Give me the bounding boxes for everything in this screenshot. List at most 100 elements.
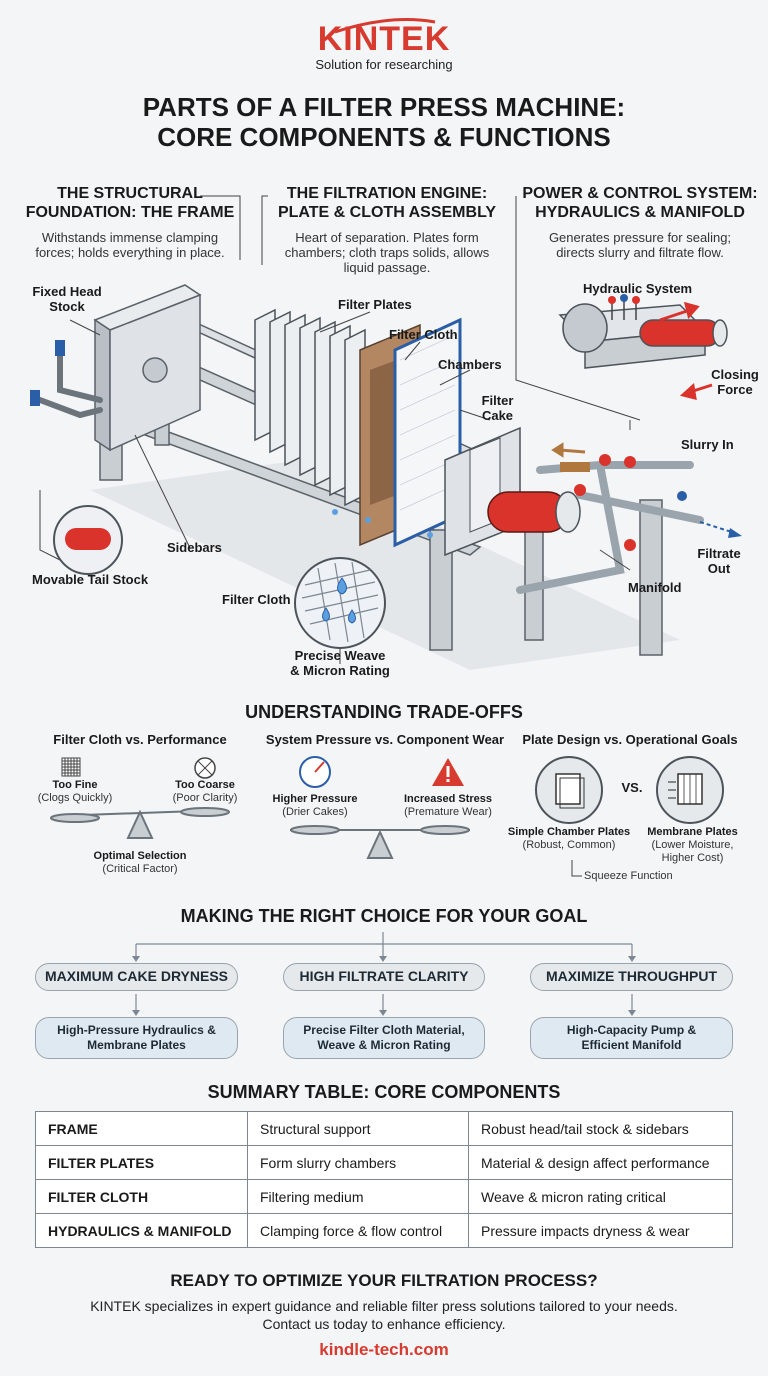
callout-weave-2: & Micron Rating bbox=[290, 663, 390, 678]
table-row: FILTER CLOTH Filtering medium Weave & mi… bbox=[35, 1179, 733, 1214]
solution-throughput-1: High-Capacity Pump & bbox=[566, 1023, 697, 1037]
table-row: FRAME Structural support Robust head/tai… bbox=[35, 1111, 733, 1146]
section-filtration-head-1: THE FILTRATION ENGINE: bbox=[286, 185, 488, 202]
tradeoff-plates-right-sub-2: Higher Cost) bbox=[661, 852, 724, 864]
table-row: FILTER PLATES Form slurry chambers Mater… bbox=[35, 1145, 733, 1180]
summary-heading: SUMMARY TABLE: CORE COMPONENTS bbox=[207, 1082, 561, 1102]
solution-cake-dryness-2: Membrane Plates bbox=[87, 1038, 186, 1052]
section-frame-head-1: THE STRUCTURAL bbox=[57, 185, 203, 202]
section-frame: THE STRUCTURAL FOUNDATION: THE FRAME Wit… bbox=[20, 184, 240, 260]
logo-swoosh bbox=[334, 18, 436, 34]
callout-fixed-head: Fixed Head Stock bbox=[22, 284, 112, 314]
callout-filter-plates: Filter Plates bbox=[338, 297, 412, 312]
tradeoff-plates-left-sub: (Robust, Common) bbox=[522, 839, 616, 851]
coarse-mesh-icon bbox=[194, 757, 216, 779]
section-power-desc-2: directs slurry and filtrate flow. bbox=[556, 245, 724, 260]
tradeoff-pressure-title: System Pressure vs. Component Wear bbox=[265, 732, 505, 747]
table-cell: Robust head/tail stock & sidebars bbox=[468, 1111, 733, 1146]
callout-closing-force-2: Force bbox=[717, 382, 753, 397]
table-cell: Filtering medium bbox=[247, 1179, 469, 1214]
solution-cake-dryness-1: High-Pressure Hydraulics & bbox=[57, 1023, 216, 1037]
tradeoff-plates-right-sub-1: (Lower Moisture, bbox=[651, 839, 734, 851]
brand-logo: KINTEK Solution for researching bbox=[0, 20, 768, 72]
brand-tagline: Solution for researching bbox=[315, 57, 453, 72]
gauge-icon bbox=[299, 756, 331, 788]
tradeoff-cloth-bottom: Optimal Selection (Critical Factor) bbox=[80, 850, 200, 876]
membrane-plate-icon bbox=[656, 756, 724, 824]
tradeoff-plates-right: Membrane Plates (Lower Moisture, Higher … bbox=[640, 826, 745, 865]
callout-chambers: Chambers bbox=[438, 357, 502, 372]
section-frame-head-2: FOUNDATION: THE FRAME bbox=[25, 204, 235, 221]
solution-filtrate-clarity-2: Weave & Micron Rating bbox=[317, 1038, 451, 1052]
callout-weave-1: Precise Weave bbox=[294, 648, 386, 663]
section-filtration-desc-2: chambers; cloth traps solids, allows bbox=[284, 245, 490, 260]
goal-filtrate-clarity: HIGH FILTRATE CLARITY bbox=[283, 963, 485, 991]
table-cell: FILTER CLOTH bbox=[35, 1179, 248, 1214]
table-cell: Material & design affect performance bbox=[468, 1145, 733, 1180]
tradeoff-cloth-right: Too Coarse (Poor Clarity) bbox=[155, 779, 255, 805]
table-cell: Weave & micron rating critical bbox=[468, 1179, 733, 1214]
tradeoff-plates-title: Plate Design vs. Operational Goals bbox=[522, 732, 738, 747]
choice-heading: MAKING THE RIGHT CHOICE FOR YOUR GOAL bbox=[180, 906, 588, 926]
tradeoff-cloth-left: Too Fine (Clogs Quickly) bbox=[25, 779, 125, 805]
callout-filter-cake-2: Cake bbox=[481, 408, 514, 423]
table-cell: FRAME bbox=[35, 1111, 248, 1146]
tradeoff-plates-vs: VS. bbox=[621, 780, 643, 795]
tradeoff-cloth-left-label: Too Fine bbox=[52, 779, 98, 791]
tradeoff-pressure-right: Increased Stress (Premature Wear) bbox=[393, 793, 503, 819]
section-filtration-desc-3: liquid passage. bbox=[343, 260, 431, 275]
tradeoff-cloth-left-sub: (Clogs Quickly) bbox=[37, 792, 113, 804]
section-power-head-2: HYDRAULICS & MANIFOLD bbox=[535, 204, 745, 221]
tradeoff-plates-left-label: Simple Chamber Plates bbox=[507, 826, 631, 838]
title-line-1: PARTS OF A FILTER PRESS MACHINE: bbox=[142, 92, 626, 122]
table-cell: Structural support bbox=[247, 1111, 469, 1146]
tradeoff-cloth-title: Filter Cloth vs. Performance bbox=[53, 732, 227, 747]
callout-filter-cake-1: Filter bbox=[481, 393, 514, 408]
tradeoff-icons bbox=[50, 756, 724, 877]
tradeoff-cloth-bottom-label: Optimal Selection bbox=[93, 850, 187, 862]
cta-heading: READY TO OPTIMIZE YOUR FILTRATION PROCES… bbox=[170, 1271, 598, 1290]
tradeoff-pressure-left-sub: (Drier Cakes) bbox=[282, 806, 348, 818]
brand-name: KINTEK bbox=[317, 20, 451, 58]
section-filtration-head-2: PLATE & CLOTH ASSEMBLY bbox=[277, 204, 497, 221]
warning-icon bbox=[432, 758, 464, 786]
callout-weave: Precise Weave & Micron Rating bbox=[270, 648, 410, 678]
goal-cake-dryness: MAXIMUM CAKE DRYNESS bbox=[35, 963, 238, 991]
tradeoff-cloth-bottom-sub: (Critical Factor) bbox=[102, 863, 178, 875]
summary-table: FRAME Structural support Robust head/tai… bbox=[35, 1111, 733, 1248]
callout-filtrate-out-1: Filtrate bbox=[697, 546, 741, 561]
fine-mesh-icon bbox=[61, 757, 81, 777]
section-frame-desc-1: Withstands immense clamping bbox=[41, 230, 219, 245]
page-title: PARTS OF A FILTER PRESS MACHINE: CORE CO… bbox=[40, 92, 728, 152]
section-power-desc-1: Generates pressure for sealing; bbox=[548, 230, 732, 245]
cta-line-1: KINTEK specializes in expert guidance an… bbox=[90, 1298, 678, 1314]
section-filtration: THE FILTRATION ENGINE: PLATE & CLOTH ASS… bbox=[262, 184, 512, 275]
tradeoff-plates-left: Simple Chamber Plates (Robust, Common) bbox=[505, 826, 633, 852]
tradeoff-plates-right-label: Membrane Plates bbox=[647, 826, 738, 838]
goal-throughput: MAXIMIZE THROUGHPUT bbox=[530, 963, 733, 991]
callout-filtrate-out: Filtrate Out bbox=[692, 546, 746, 576]
cloth-balance-icon bbox=[50, 807, 230, 839]
pressure-balance-icon bbox=[290, 825, 470, 859]
callout-hydraulic-system: Hydraulic System bbox=[583, 281, 693, 296]
filter-press-illustration bbox=[30, 195, 742, 670]
callout-slurry-in: Slurry In bbox=[681, 437, 734, 452]
tradeoff-cloth-right-label: Too Coarse bbox=[175, 779, 235, 791]
solution-filtrate-clarity: Precise Filter Cloth Material, Weave & M… bbox=[283, 1017, 485, 1059]
table-cell: Form slurry chambers bbox=[247, 1145, 469, 1180]
tradeoff-cloth-right-sub: (Poor Clarity) bbox=[172, 792, 238, 804]
tradeoff-pressure-left: Higher Pressure (Drier Cakes) bbox=[260, 793, 370, 819]
choice-connectors bbox=[132, 932, 636, 1016]
section-power: POWER & CONTROL SYSTEM: HYDRAULICS & MAN… bbox=[520, 184, 760, 260]
tradeoff-pressure-left-label: Higher Pressure bbox=[272, 793, 358, 805]
website-link[interactable]: kindle-tech.com bbox=[319, 1340, 449, 1359]
solution-filtrate-clarity-1: Precise Filter Cloth Material, bbox=[303, 1023, 465, 1037]
tradeoff-pressure-right-label: Increased Stress bbox=[403, 793, 493, 805]
table-row: HYDRAULICS & MANIFOLD Clamping force & f… bbox=[35, 1213, 733, 1248]
cta-line-2: Contact us today to enhance efficiency. bbox=[262, 1316, 506, 1332]
callout-closing-force: Closing Force bbox=[705, 367, 765, 397]
section-filtration-desc-1: Heart of separation. Plates form bbox=[295, 230, 479, 245]
callout-closing-force-1: Closing bbox=[711, 367, 759, 382]
callout-filter-cloth-top: Filter Cloth bbox=[389, 327, 458, 342]
chamber-plate-icon bbox=[535, 756, 603, 824]
